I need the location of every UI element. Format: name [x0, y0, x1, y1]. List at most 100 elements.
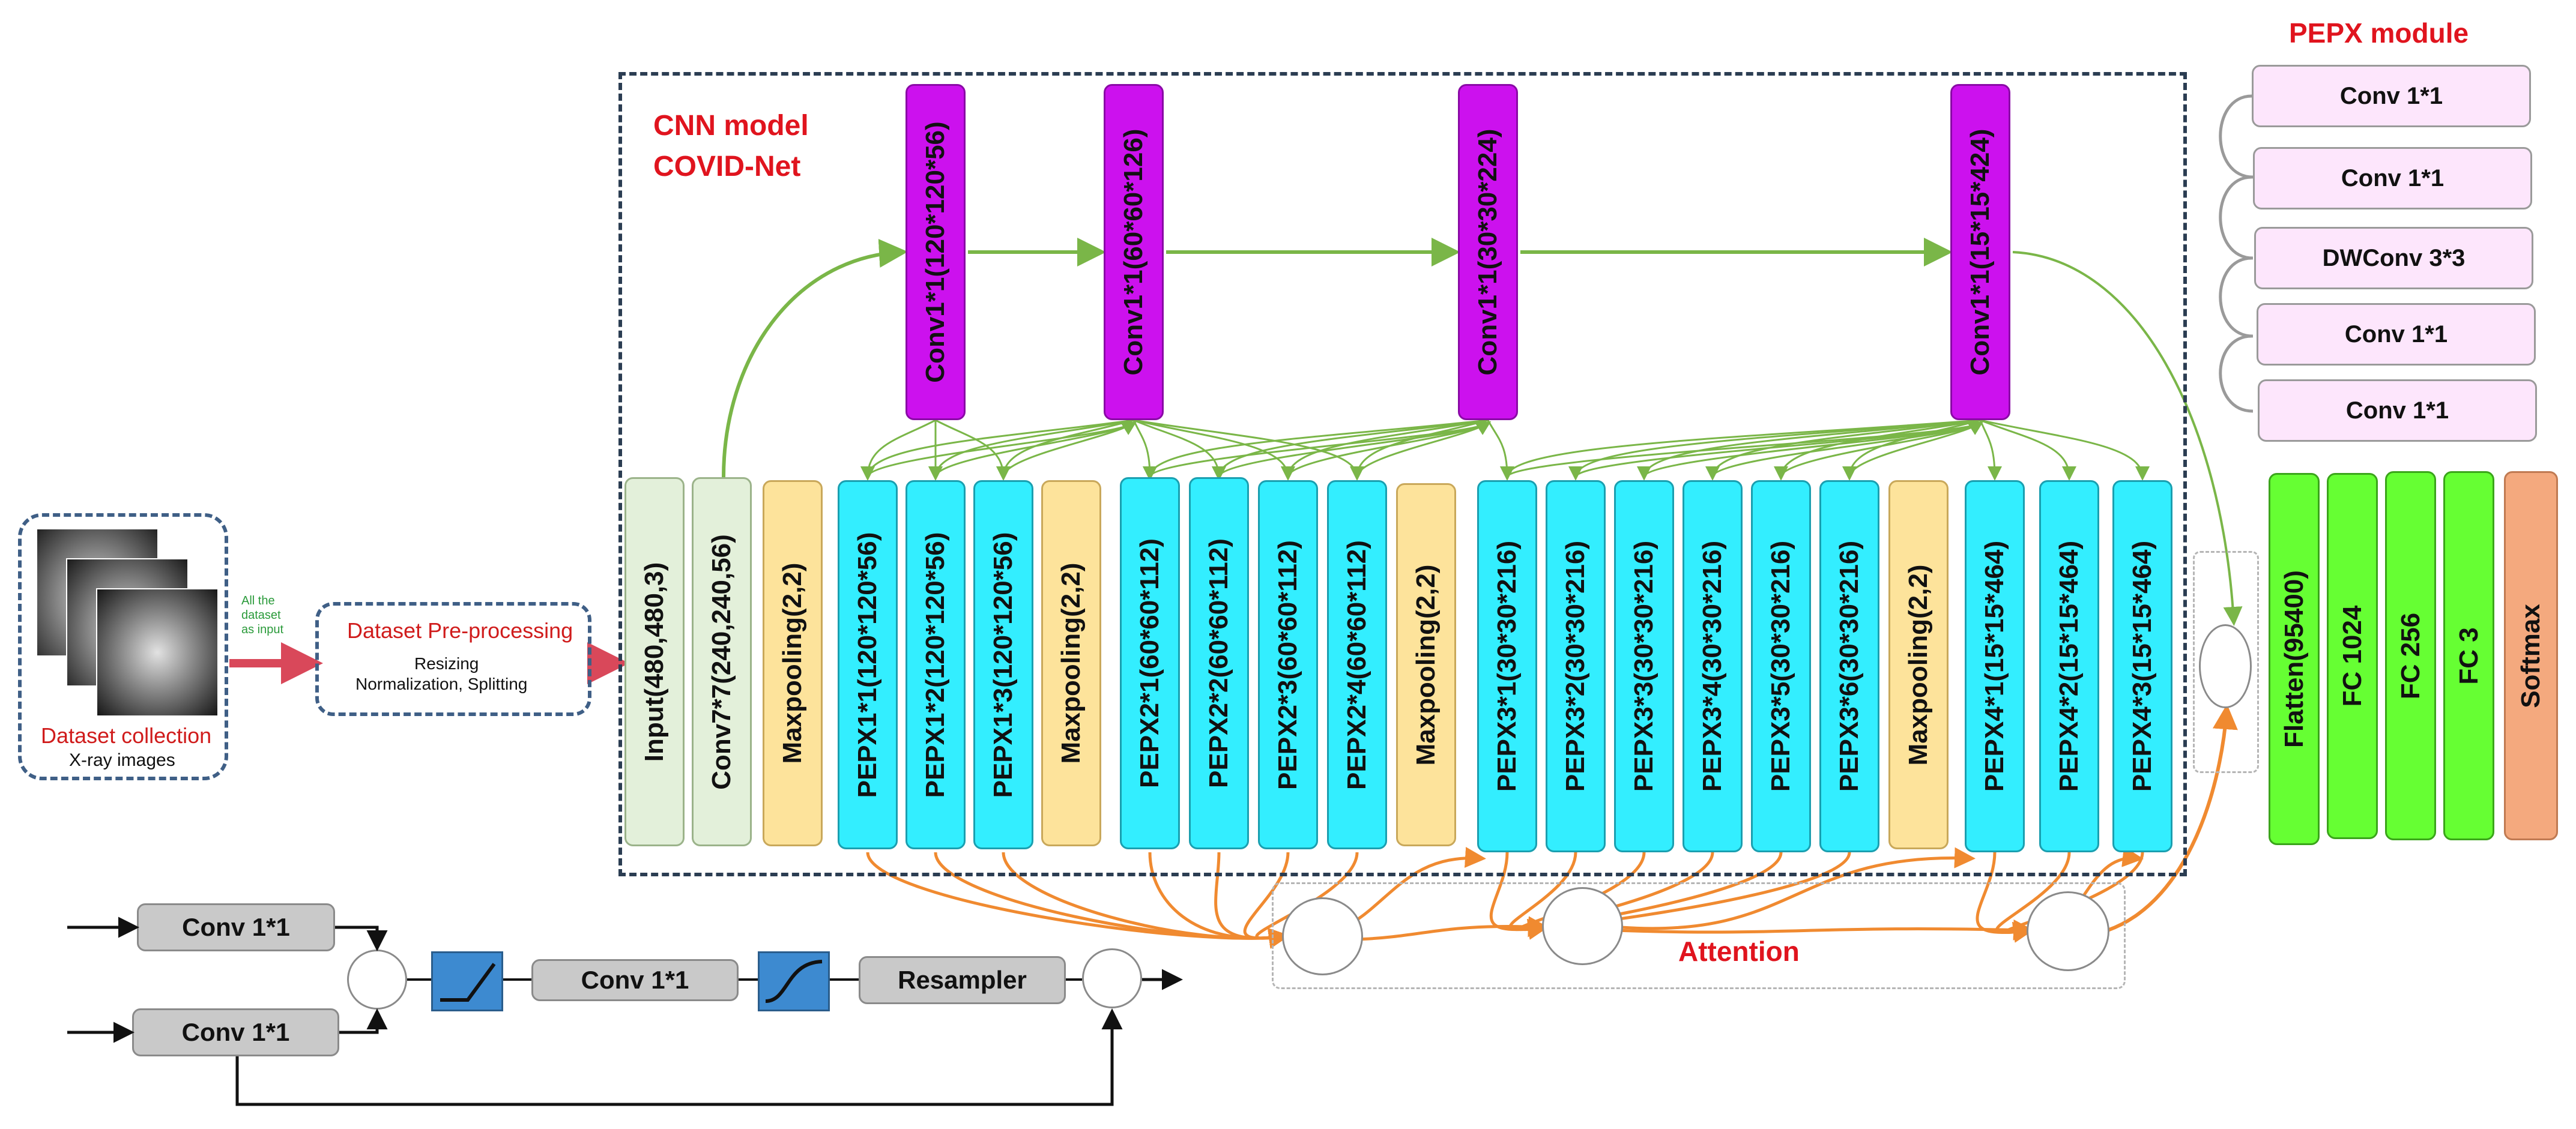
pepx-layer-1: Conv 1*1: [2252, 65, 2531, 127]
cnn-model-frame: [618, 72, 2187, 876]
arrow-label-line2: dataset: [241, 609, 281, 622]
green-fan-arrow-1-0: [860, 419, 1134, 481]
head-softmax: Softmax: [2504, 471, 2558, 840]
green-skip-arrow-1: [934, 421, 1137, 478]
attn-output-node: [1082, 948, 1142, 1008]
top-conv-3: Conv1*1(30*30*224): [1458, 84, 1518, 420]
attention-node-1: [1282, 897, 1363, 975]
attn-input-conv-bottom: Conv 1*1: [132, 1008, 339, 1056]
dataset-collection-subtitle: X-ray images: [69, 750, 175, 770]
attn-mid-conv-label: Conv 1*1: [581, 966, 689, 994]
green-fan-arrow-1-1: [928, 419, 1134, 481]
pepx-layer-5-label: Conv 1*1: [2345, 397, 2449, 424]
merge-node: [2199, 624, 2252, 708]
topconv4-to-merge-arrow: [2012, 251, 2243, 626]
green-fan-arrow-2-3: [1350, 419, 1489, 481]
green-fan-arrow-1-5: [1133, 419, 1295, 481]
head-fc1024: FC 1024: [2327, 473, 2378, 839]
attention-frame: [1272, 882, 2126, 989]
orange-link-arrow-2: [1543, 919, 2034, 941]
arrow-label-line1: All the: [241, 594, 275, 607]
green-fan-arrow-2-0: [1143, 419, 1489, 481]
preprocessing-line1: Resizing: [414, 654, 479, 673]
pepx-loop-curve-1: [2219, 175, 2254, 260]
green-fan-arrow-3-8: [1980, 419, 2150, 481]
head-fc3: FC 3: [2443, 471, 2494, 840]
layer-pepx4-2: PEPX4*2(15*15*464): [2039, 480, 2099, 852]
pepx-layer-4: Conv 1*1: [2257, 303, 2536, 366]
cnn-title-line2: COVID-Net: [653, 151, 801, 182]
green-skip-arrow-5: [1287, 421, 1492, 478]
pepx-loop-curve-0: [2219, 94, 2254, 179]
pepx-layer-1-label: Conv 1*1: [2339, 82, 2443, 109]
layer-pepx3-6: PEPX3*6(30*30*216): [1819, 480, 1879, 852]
layer-pepx4-3: PEPX4*3(15*15*464): [2112, 480, 2172, 852]
layer-pepx3-5: PEPX3*5(30*30*216): [1751, 480, 1811, 852]
pepx-layer-2-label: Conv 1*1: [2341, 164, 2444, 191]
resampler-box: Resampler: [859, 956, 1066, 1004]
pepx-loop-curve-3: [2219, 334, 2254, 413]
orange-attention-arrow-8: [1508, 852, 1577, 940]
arrow-label-line3: as input: [241, 623, 284, 636]
green-skip-arrow-12: [1848, 421, 1984, 478]
attn-bottom-to-sum-arrow: [339, 1008, 388, 1034]
green-fan-arrow-3-5: [1842, 419, 1981, 481]
attention-node-2: [1542, 887, 1623, 965]
top-conv-2: Conv1*1(60*60*126): [1104, 84, 1164, 420]
head-fc256: FC 256: [2385, 471, 2436, 840]
layer-input: Input(480,480,3): [624, 477, 685, 846]
attn-top-to-sum-arrow: [335, 926, 388, 951]
layer-pepx2-1: PEPX2*1(60*60*112): [1120, 477, 1180, 849]
layer-pepx4-1: PEPX4*1(15*15*464): [1965, 480, 2025, 852]
layer-pepx1-1: PEPX1*1(120*120*56): [838, 480, 898, 849]
green-fan-arrow-3-0: [1500, 419, 1981, 481]
layer-pepx3-2: PEPX3*2(30*30*216): [1546, 480, 1606, 852]
attn-input-conv-top-label: Conv 1*1: [182, 913, 290, 941]
orange-attention-arrow-14: [1995, 852, 2071, 943]
resampler-label: Resampler: [898, 966, 1027, 994]
pepx-layer-3-label: DWConv 3*3: [2322, 244, 2466, 271]
green-skip-arrow-10: [1711, 421, 1984, 478]
green-fan-arrow-1-4: [1133, 419, 1226, 481]
relu-activation-icon: [431, 951, 503, 1011]
top-conv-4: Conv1*1(15*15*424): [1950, 84, 2010, 420]
attention-node-3: [2027, 891, 2109, 971]
layer-pepx1-3: PEPX1*3(120*120*56): [973, 480, 1033, 849]
pepx-loop-curve-2: [2219, 256, 2254, 338]
pepx-layer-3: DWConv 3*3: [2254, 227, 2533, 289]
green-fan-arrow-3-2: [1637, 419, 1981, 481]
layer-maxpool-2: Maxpooling(2,2): [1041, 480, 1101, 846]
attn-input-conv-bottom-label: Conv 1*1: [181, 1018, 290, 1046]
layer-pepx2-4: PEPX2*4(60*60*112): [1327, 480, 1387, 849]
layer-pepx1-2: PEPX1*2(120*120*56): [906, 480, 966, 849]
xray-image-stack: [36, 528, 219, 717]
green-skip-arrow-0: [866, 421, 1137, 478]
green-skip-arrow-4: [1218, 421, 1492, 478]
dataset-collection-frame: [18, 513, 228, 780]
pepx-layer-4-label: Conv 1*1: [2344, 321, 2448, 348]
conv7-to-topconv1-arrow: [722, 239, 908, 478]
pepx-module-title: PEPX module: [2289, 17, 2469, 49]
layer-pepx3-3: PEPX3*3(30*30*216): [1614, 480, 1674, 852]
layer-maxpool-3: Maxpooling(2,2): [1396, 483, 1456, 846]
pepx-layer-2: Conv 1*1: [2253, 147, 2532, 209]
top-conv-1: Conv1*1(120*120*56): [906, 84, 966, 420]
green-fan-arrow-2-1: [1212, 419, 1489, 481]
layer-pepx3-1: PEPX3*1(30*30*216): [1477, 480, 1537, 852]
layer-pepx2-3: PEPX2*3(60*60*112): [1258, 480, 1318, 849]
attention-to-merge-arrow: [2106, 704, 2238, 932]
preprocessing-title: Dataset Pre-processing: [347, 618, 573, 643]
layer-maxpool-4: Maxpooling(2,2): [1888, 480, 1949, 849]
layer-pepx2-2: PEPX2*2(60*60*112): [1189, 477, 1249, 849]
green-skip-arrow-2: [1002, 421, 1137, 478]
attn-input-conv-top: Conv 1*1: [137, 903, 335, 951]
pepx-layer-5: Conv 1*1: [2258, 379, 2537, 442]
preprocessing-frame: [315, 602, 591, 716]
green-fan-arrow-1-6: [1133, 419, 1364, 481]
sigmoid-activation-icon: [758, 951, 830, 1011]
green-skip-arrow-11: [1780, 421, 1984, 478]
cnn-title-line1: CNN model: [653, 110, 809, 142]
attn-residual-arrow: [235, 1008, 1123, 1106]
